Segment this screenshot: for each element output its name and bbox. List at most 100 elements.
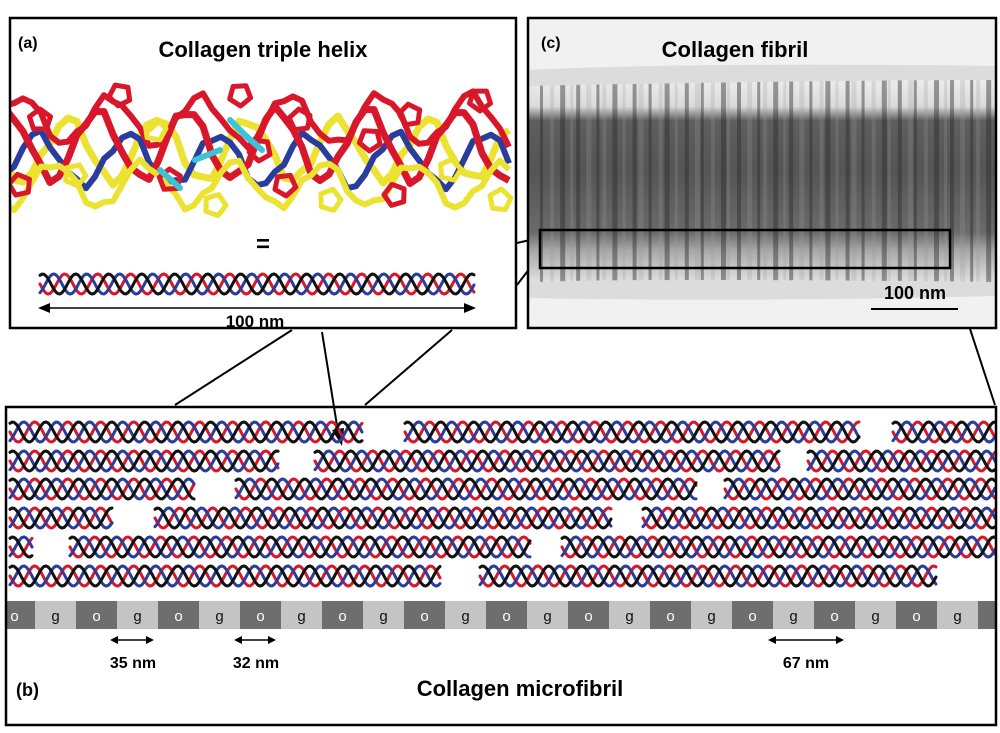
helix-strand-red — [403, 420, 861, 444]
fibril-striation — [632, 80, 637, 283]
fibril-micrograph — [528, 18, 996, 328]
helix-strand-black — [8, 506, 114, 530]
panel-c: (c) Collagen fibril 100 nm — [526, 16, 998, 330]
chain-yellow — [10, 112, 512, 189]
proline-ring — [227, 83, 254, 109]
helix-strand-blue — [403, 420, 861, 444]
proline-ring — [356, 128, 383, 154]
panel-a-letter: (a) — [18, 35, 38, 52]
fibril-striation — [747, 80, 753, 283]
triple-helix — [723, 477, 996, 501]
helix-strand-black — [478, 564, 938, 588]
chain-yellow-lower — [10, 156, 512, 214]
fibril-striation — [710, 80, 715, 283]
glycine-bond — [192, 147, 223, 163]
fibril-striation — [897, 80, 902, 283]
proline-ring — [203, 192, 229, 219]
fibril-striation — [658, 80, 663, 283]
fibril-striation — [907, 80, 913, 283]
helix-strand-black — [8, 535, 34, 559]
helix-strand-red — [8, 536, 34, 559]
panel-a-scale-label: 100 nm — [226, 312, 285, 331]
fibril-striation — [612, 80, 618, 283]
fibril-striation — [960, 80, 966, 283]
helix-strand-blue — [891, 420, 996, 444]
triple-helix-molecular-model — [10, 82, 514, 219]
gap-band — [199, 601, 240, 629]
band-label: o — [666, 608, 674, 625]
triple-helix — [313, 449, 781, 473]
panel-b-frame — [4, 405, 998, 727]
panel-a: (a) Collagen triple helix = 100 nm — [8, 16, 518, 331]
glycine-bond — [242, 132, 265, 153]
band-label: o — [912, 608, 920, 625]
proline-ring — [63, 162, 89, 189]
band-label: o — [10, 608, 18, 625]
band-label: g — [707, 608, 715, 625]
glycine-bond — [157, 167, 183, 191]
scale-arrow-100nm — [38, 303, 476, 313]
fibril-striation — [721, 80, 726, 283]
helix-strand-black — [8, 449, 280, 473]
fibril-striation — [550, 80, 555, 283]
triple-helix-schematic — [38, 272, 476, 296]
helix-strand-blue — [153, 506, 613, 530]
band-label: g — [625, 608, 633, 625]
proline-ring — [318, 186, 344, 213]
band-label: o — [338, 608, 346, 625]
fibril-striation — [783, 80, 787, 283]
dim-label-32nm: 32 nm — [233, 655, 279, 672]
helix-strand-black — [38, 272, 476, 296]
fibril-striation — [835, 80, 839, 283]
proline-ring — [286, 106, 313, 133]
gap-band — [937, 601, 978, 629]
proline-ring — [142, 116, 169, 143]
fibril-striation — [913, 80, 917, 283]
gap-band — [117, 601, 158, 629]
helix-strand-black — [234, 477, 698, 501]
proline-ring — [396, 101, 423, 128]
helix-strand-red — [8, 564, 442, 588]
overlap-band — [568, 601, 609, 629]
helix-strand-black — [806, 449, 996, 473]
overlap-band — [404, 601, 445, 629]
fibril-striation — [861, 80, 865, 283]
helix-strand-blue — [234, 477, 698, 501]
fibril-striation — [576, 80, 581, 283]
triple-helix — [560, 535, 996, 559]
band-label: o — [256, 608, 264, 625]
equals-sign: = — [256, 231, 270, 258]
dimension-arrows — [110, 636, 844, 644]
panel-c-letter: (c) — [541, 35, 561, 52]
helix-strand-blue — [8, 477, 196, 501]
overlap-band — [240, 601, 281, 629]
helix-strand-red — [806, 449, 996, 473]
proline-ring — [10, 171, 32, 198]
triple-helix — [806, 449, 996, 473]
fibril-striation — [674, 80, 678, 283]
overlap-band — [814, 601, 855, 629]
helix-strand-black — [68, 535, 532, 559]
fibril-striation — [602, 80, 607, 283]
fibril-striation — [622, 80, 626, 283]
band-label: o — [830, 608, 838, 625]
band-label: o — [92, 608, 100, 625]
helix-strand-blue — [8, 564, 442, 588]
band-label: g — [297, 608, 305, 625]
fibril-striation — [596, 80, 600, 283]
gap-band — [773, 601, 814, 629]
triple-helix — [68, 535, 532, 559]
triple-helix — [153, 506, 613, 530]
triple-helix — [8, 477, 196, 501]
dim-label-67nm: 67 nm — [783, 655, 829, 672]
band-label: o — [584, 608, 592, 625]
fibril-striation — [763, 80, 768, 283]
band-label: g — [51, 608, 59, 625]
helix-strand-blue — [560, 535, 996, 559]
overlap-band — [732, 601, 773, 629]
proline-ring — [27, 106, 53, 132]
triple-helix — [38, 272, 476, 296]
